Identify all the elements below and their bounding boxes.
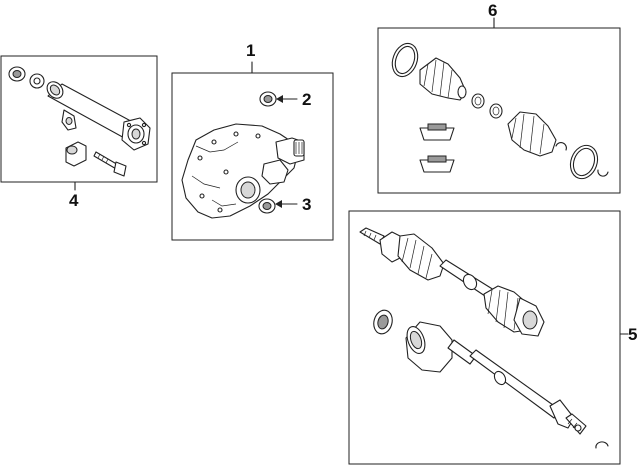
- group-5-drive-shaft: 5: [348, 210, 637, 465]
- callout-4: 4: [69, 191, 79, 210]
- grease-packet-lower: [419, 155, 455, 173]
- callout-6: 6: [488, 1, 497, 20]
- bolt: [93, 151, 127, 177]
- shaft-upper: [359, 227, 545, 337]
- callout-3-arrowhead: [275, 200, 282, 208]
- shaft-lower: [405, 321, 587, 435]
- axle-tube: [46, 81, 151, 151]
- inner-boot: [419, 57, 467, 101]
- group-4-axle-tube: 4: [0, 55, 158, 210]
- callout-2: 2: [302, 90, 311, 109]
- group-1-differential: 1: [171, 41, 334, 241]
- seal-ring-left: [8, 66, 26, 82]
- small-ring-2: [489, 103, 503, 119]
- group-6-frame: [377, 27, 621, 194]
- c-clip-lower: [597, 169, 609, 177]
- callout-2-arrowhead: [276, 95, 283, 103]
- differential-housing: [181, 123, 305, 219]
- group-5-frame: [348, 210, 621, 465]
- seal-3: [258, 198, 276, 214]
- c-clip-bottom: [595, 441, 609, 449]
- callout-3: 3: [302, 195, 311, 214]
- group-6-boot-kit: 6: [377, 1, 621, 194]
- bushing: [65, 141, 87, 167]
- group-4-frame: [0, 55, 158, 183]
- washer-left: [29, 73, 45, 89]
- callout-1: 1: [246, 41, 255, 60]
- shaft-seal-ring: [373, 309, 393, 335]
- grease-packet-upper: [419, 123, 455, 141]
- seal-2: [259, 91, 277, 107]
- callout-5: 5: [628, 325, 637, 344]
- c-clip-upper: [555, 142, 567, 151]
- outer-boot: [507, 111, 557, 157]
- boot-clamp-large: [391, 42, 419, 78]
- small-ring-1: [471, 93, 485, 109]
- boot-clamp-right: [569, 144, 599, 180]
